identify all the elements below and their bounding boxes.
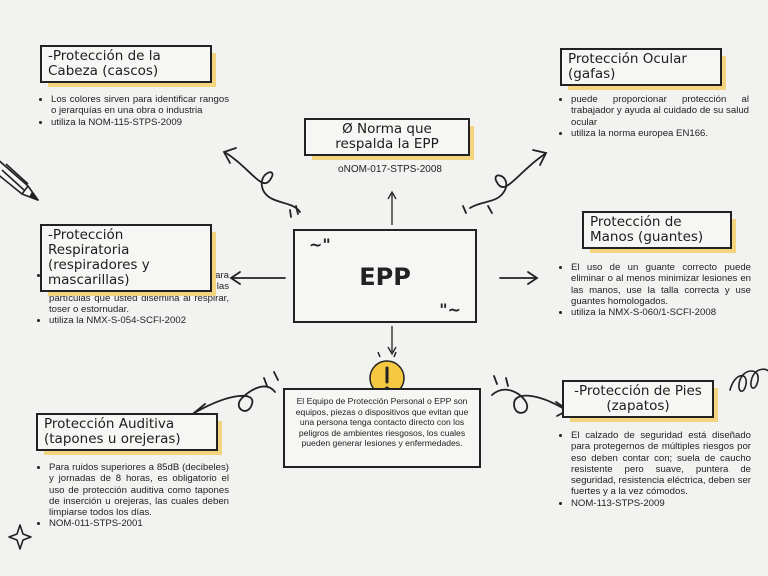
arrow-to-auditiva [192,371,279,418]
list-item: utiliza la NOM-115-STPS-2009 [51,117,229,128]
list-item: puede proporcionar protección al trabaja… [571,94,749,128]
center-quote-close: "~ [439,300,461,319]
ocular-list: puede proporcionar protección al trabaja… [558,94,749,139]
manos-title: Protección de Manos (guantes) [582,211,736,253]
auditiva-list: Para ruidos superiores a 85dB (decibeles… [36,462,229,530]
auditiva-title: Protección Auditiva (tapones u orejeras) [36,413,222,455]
arrow-to-ocular [462,149,548,214]
pencil-icon [0,160,39,201]
list-item: utiliza la NMX-S-060/1-SCFI-2008 [571,307,751,318]
list-item: utiliza la NMX-S-054-SCFI-2002 [49,315,229,326]
arrow-to-pies [491,375,570,417]
loop-icon [729,368,768,392]
norm-title: Ø Norma que respalda la EPP [304,118,474,160]
epp-description: El Equipo de Protección Personal o EPP s… [283,388,481,468]
list-item: Para ruidos superiores a 85dB (decibeles… [49,462,229,518]
center-node: ~" EPP "~ [293,229,477,323]
list-item: utiliza la norma europea EN166. [571,128,749,139]
arrow-to-respiratoria [229,271,286,285]
respiratoria-title: -Protección Respiratoria (respiradores y… [40,224,216,296]
norm-value: oNOM-017-STPS-2008 [338,164,442,175]
arrow-to-norm [387,190,397,225]
pies-list: El calzado de seguridad está diseñado pa… [558,430,751,509]
list-item: El uso de un guante correcto puede elimi… [571,262,751,307]
center-quote-open: ~" [309,235,331,254]
list-item: El calzado de seguridad está diseñado pa… [571,430,751,498]
list-item: NOM-011-STPS-2001 [49,518,229,529]
arrow-to-manos [499,271,539,285]
manos-list: El uso de un guante correcto puede elimi… [558,262,751,318]
ocular-title: Protección Ocular (gafas) [560,48,726,90]
list-item: NOM-113-STPS-2009 [571,498,751,509]
cabeza-list: Los colores sirven para identificar rang… [38,94,229,128]
arrow-to-description [387,326,397,356]
cabeza-title: -Protección de la Cabeza (cascos) [40,45,216,87]
pies-title: -Protección de Pies (zapatos) [562,380,718,422]
sparkle-icon [8,524,32,550]
list-item: Los colores sirven para identificar rang… [51,94,229,117]
arrow-to-cabeza [222,147,301,218]
center-title: EPP [359,263,411,291]
